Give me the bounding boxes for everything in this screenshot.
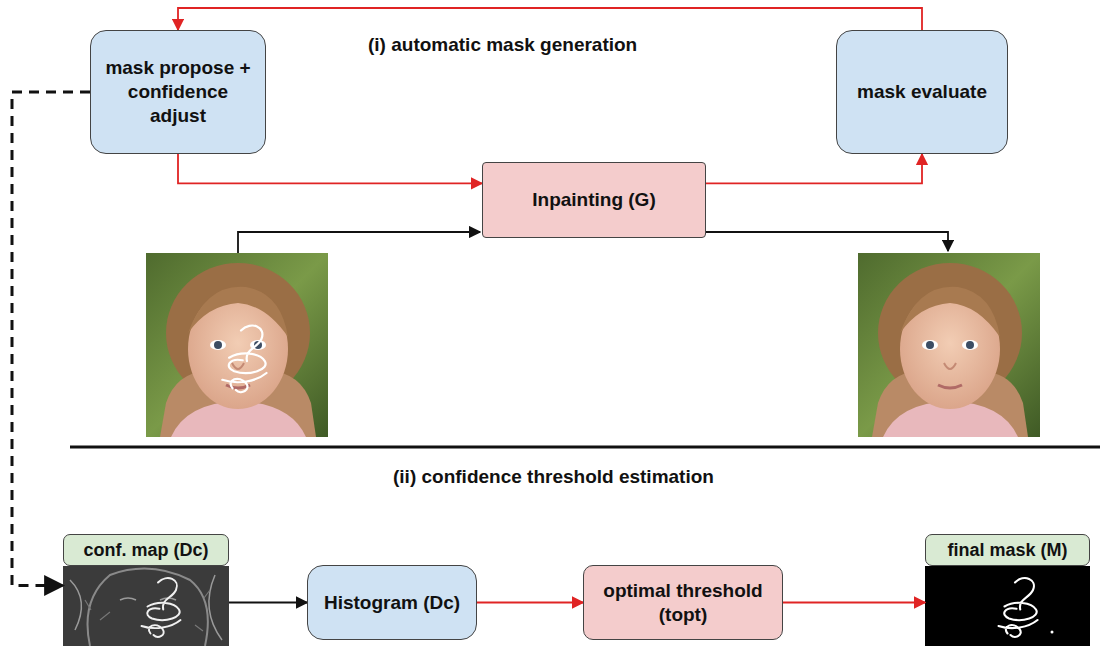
flow-arrow xyxy=(477,602,583,604)
output-arrow xyxy=(706,232,948,251)
output-photo xyxy=(858,253,1040,437)
process-box: optimal threshold (topt) xyxy=(583,565,783,640)
box-label: mask evaluate xyxy=(857,80,987,104)
input-photo xyxy=(146,253,328,437)
flow-arrow xyxy=(178,8,922,30)
scribble-mask xyxy=(222,326,266,393)
box-label: Histogram (Dc) xyxy=(324,591,460,615)
flow-arrow xyxy=(229,602,307,604)
process-box: mask propose + confidence adjust xyxy=(90,30,266,154)
tag-label: conf. map (Dc) xyxy=(63,534,229,566)
final-mask-image xyxy=(925,566,1090,646)
section-label: (i) automatic mask generation xyxy=(368,34,637,56)
separator-line xyxy=(70,446,1100,449)
dashed-connector xyxy=(12,92,90,586)
confidence-map-image xyxy=(63,566,229,646)
image-tag: conf. map (Dc) xyxy=(63,534,229,646)
process-box: mask evaluate xyxy=(836,30,1008,154)
input-arrow xyxy=(238,232,480,253)
flow-arrow xyxy=(783,602,925,604)
flow-arrow xyxy=(178,154,482,183)
image-tag: final mask (M) xyxy=(925,534,1090,646)
box-label: Inpainting (G) xyxy=(532,188,655,212)
flow-arrow xyxy=(706,154,922,183)
tag-label: final mask (M) xyxy=(925,534,1090,566)
model-box: Inpainting (G) xyxy=(482,162,706,238)
box-label: mask propose + confidence adjust xyxy=(101,56,255,127)
section-label: (ii) confidence threshold estimation xyxy=(393,466,714,488)
box-label: optimal threshold (topt) xyxy=(594,579,772,627)
process-box: Histogram (Dc) xyxy=(307,565,477,640)
